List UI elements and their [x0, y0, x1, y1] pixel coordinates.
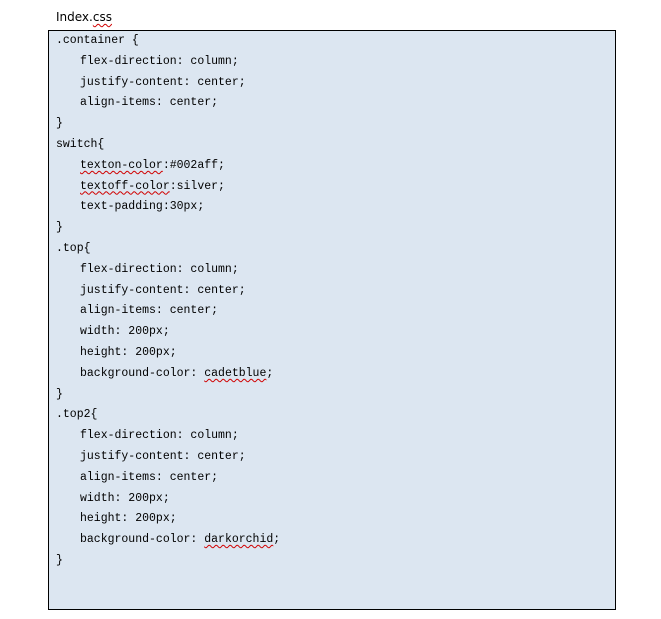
document-filename: Index.css: [56, 10, 112, 24]
code-line: height: 200px;: [80, 512, 177, 526]
code-line: }: [56, 553, 63, 567]
code-line: width: 200px;: [80, 325, 170, 339]
code-line: align-items: center;: [80, 304, 219, 318]
code-line: justify-content: center;: [80, 283, 246, 297]
code-line: textoff-color:silver;: [80, 179, 225, 193]
code-lines: .container { flex-direction: column; justi…: [56, 31, 280, 572]
code-line: justify-content: center;: [80, 449, 246, 463]
code-line: }: [56, 387, 63, 401]
code-line: width: 200px;: [80, 491, 170, 505]
code-line: .top{: [56, 241, 91, 255]
code-line: height: 200px;: [80, 345, 177, 359]
code-line: text-padding:30px;: [80, 200, 205, 214]
code-block: .container { flex-direction: column; justi…: [48, 30, 616, 610]
code-line: background-color: cadetblue;: [80, 366, 274, 380]
code-line: .top2{: [56, 408, 98, 422]
code-line: align-items: center;: [80, 96, 219, 110]
code-line: background-color: darkorchid;: [80, 533, 281, 547]
spellcheck-flag: css: [92, 10, 112, 24]
code-line: }: [56, 117, 63, 131]
code-line: .container {: [56, 34, 139, 47]
code-line: flex-direction: column;: [80, 429, 239, 443]
code-line: flex-direction: column;: [80, 262, 239, 276]
spellcheck-flag: darkorchid: [204, 533, 274, 547]
code-line: flex-direction: column;: [80, 54, 239, 68]
code-line: justify-content: center;: [80, 75, 246, 89]
spellcheck-flag: textoff-color: [80, 179, 170, 193]
spellcheck-flag: texton-color: [80, 158, 163, 172]
code-line: align-items: center;: [80, 470, 219, 484]
code-line: switch{: [56, 137, 105, 151]
spellcheck-flag: cadetblue: [204, 366, 267, 380]
code-line: texton-color:#002aff;: [80, 158, 225, 172]
code-line: }: [56, 221, 63, 235]
